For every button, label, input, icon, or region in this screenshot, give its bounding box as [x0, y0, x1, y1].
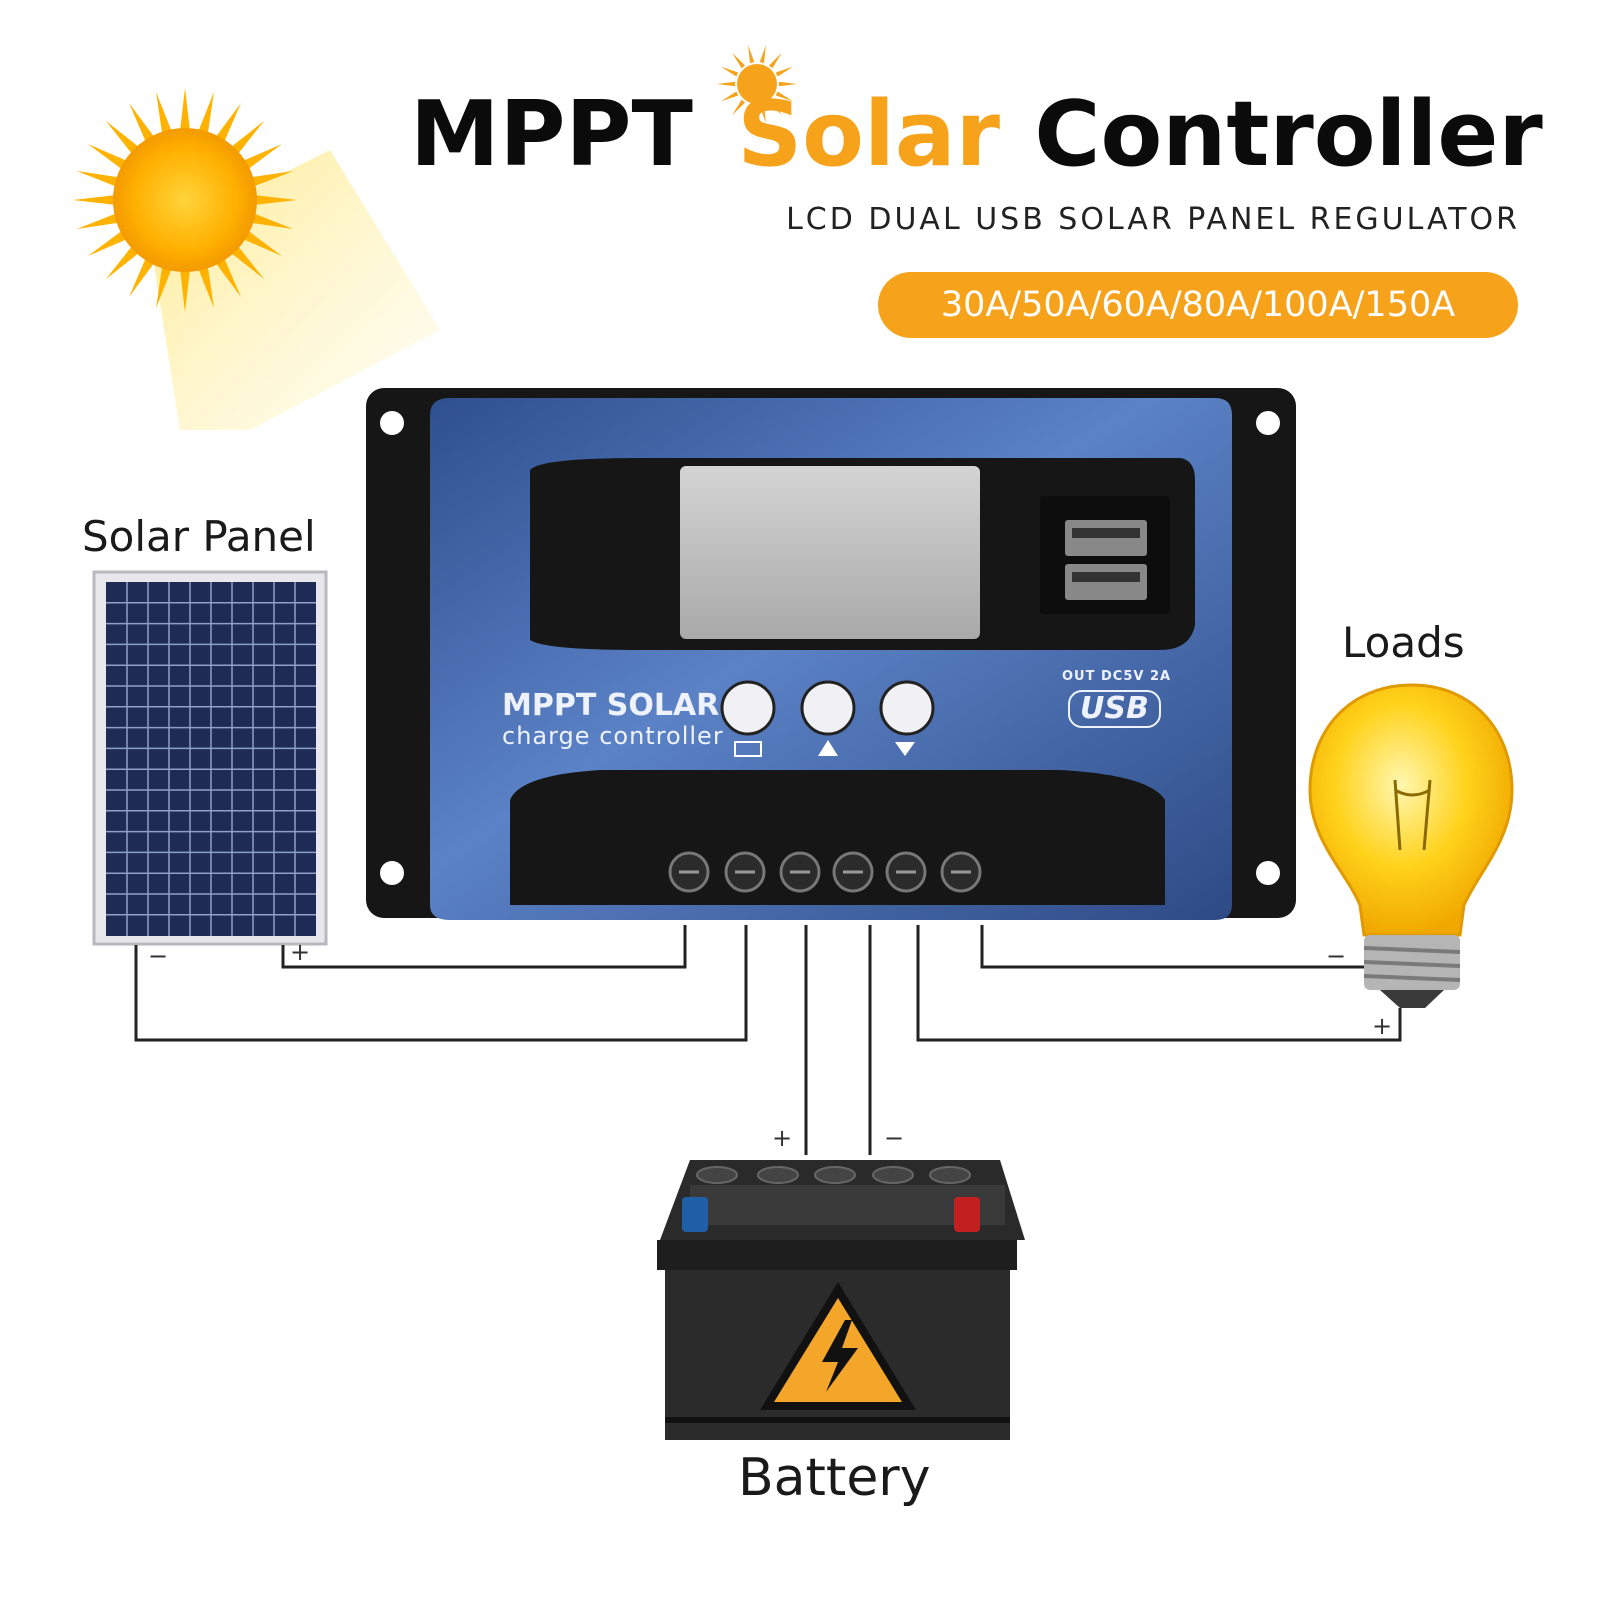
- menu-button: [720, 680, 776, 736]
- up-button: [800, 680, 856, 736]
- page-subtitle: LCD DUAL USB SOLAR PANEL REGULATOR: [786, 202, 1520, 237]
- page-title: MPPT Solar Controller: [410, 80, 1543, 200]
- charge-controller: [366, 388, 1296, 920]
- load-plus-mark: +: [1372, 1012, 1393, 1040]
- controller-brand-sub: charge controller: [502, 722, 724, 750]
- load-minus-mark: −: [1326, 942, 1347, 970]
- lcd-screen: [680, 466, 980, 639]
- usb-logo: USB: [1068, 690, 1161, 728]
- title-solar: Solar: [737, 82, 1000, 187]
- down-load-button: [879, 680, 935, 736]
- wiring: [134, 925, 1402, 1155]
- battery-icon: [657, 1160, 1025, 1440]
- battery-negative-terminal: [682, 1197, 708, 1232]
- sun-icon: [73, 88, 440, 430]
- panel-minus-mark: −: [148, 942, 169, 970]
- solar-panel-icon: [92, 570, 328, 946]
- title-mppt: MPPT: [410, 82, 693, 187]
- battery-label: Battery: [738, 1448, 931, 1508]
- light-bulb-icon: [1308, 683, 1514, 1008]
- title-sun-icon: [717, 45, 797, 123]
- battery-plus-mark: +: [772, 1124, 793, 1152]
- warning-icon: [760, 1282, 916, 1410]
- usb-spec-label: OUT DC5V 2A: [1062, 669, 1172, 684]
- panel-plus-mark: +: [290, 938, 311, 966]
- loads-label: Loads: [1342, 618, 1465, 667]
- solar-panel-label: Solar Panel: [82, 512, 316, 561]
- title-controller: Controller: [1034, 82, 1543, 187]
- battery-minus-mark: −: [884, 1124, 905, 1152]
- battery-positive-terminal: [954, 1197, 980, 1232]
- controller-brand: MPPT SOLAR: [502, 688, 720, 723]
- ratings-badge: 30A/50A/60A/80A/100A/150A: [878, 272, 1518, 338]
